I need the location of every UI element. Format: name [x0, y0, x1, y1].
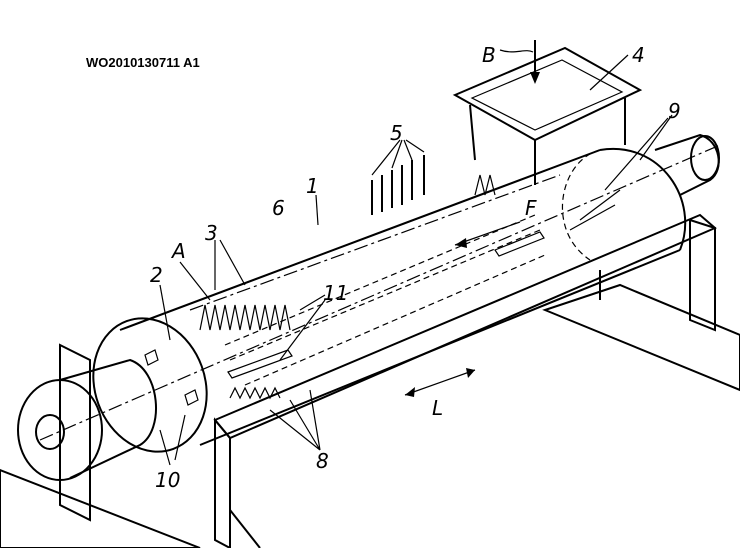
nozzles	[372, 155, 424, 215]
label-5: 5	[390, 121, 403, 145]
label-1: 1	[306, 174, 319, 198]
label-8: 8	[316, 449, 329, 473]
right-hub	[655, 135, 719, 195]
label-A: A	[170, 239, 186, 263]
label-3: 3	[205, 221, 218, 245]
label-L: L	[432, 396, 443, 420]
label-B: B	[482, 43, 496, 67]
reference-labels: B 4 9 5 1 6 F 3 A 2 11 L 8 10	[150, 43, 681, 492]
label-2: 2	[150, 263, 163, 287]
label-10: 10	[155, 468, 180, 492]
support-frame	[0, 215, 740, 548]
label-F: F	[525, 196, 537, 220]
label-6: 6	[272, 196, 285, 220]
label-4: 4	[632, 43, 645, 67]
cylinder-body	[40, 145, 720, 468]
label-9: 9	[668, 99, 681, 123]
label-11: 11	[323, 281, 348, 305]
